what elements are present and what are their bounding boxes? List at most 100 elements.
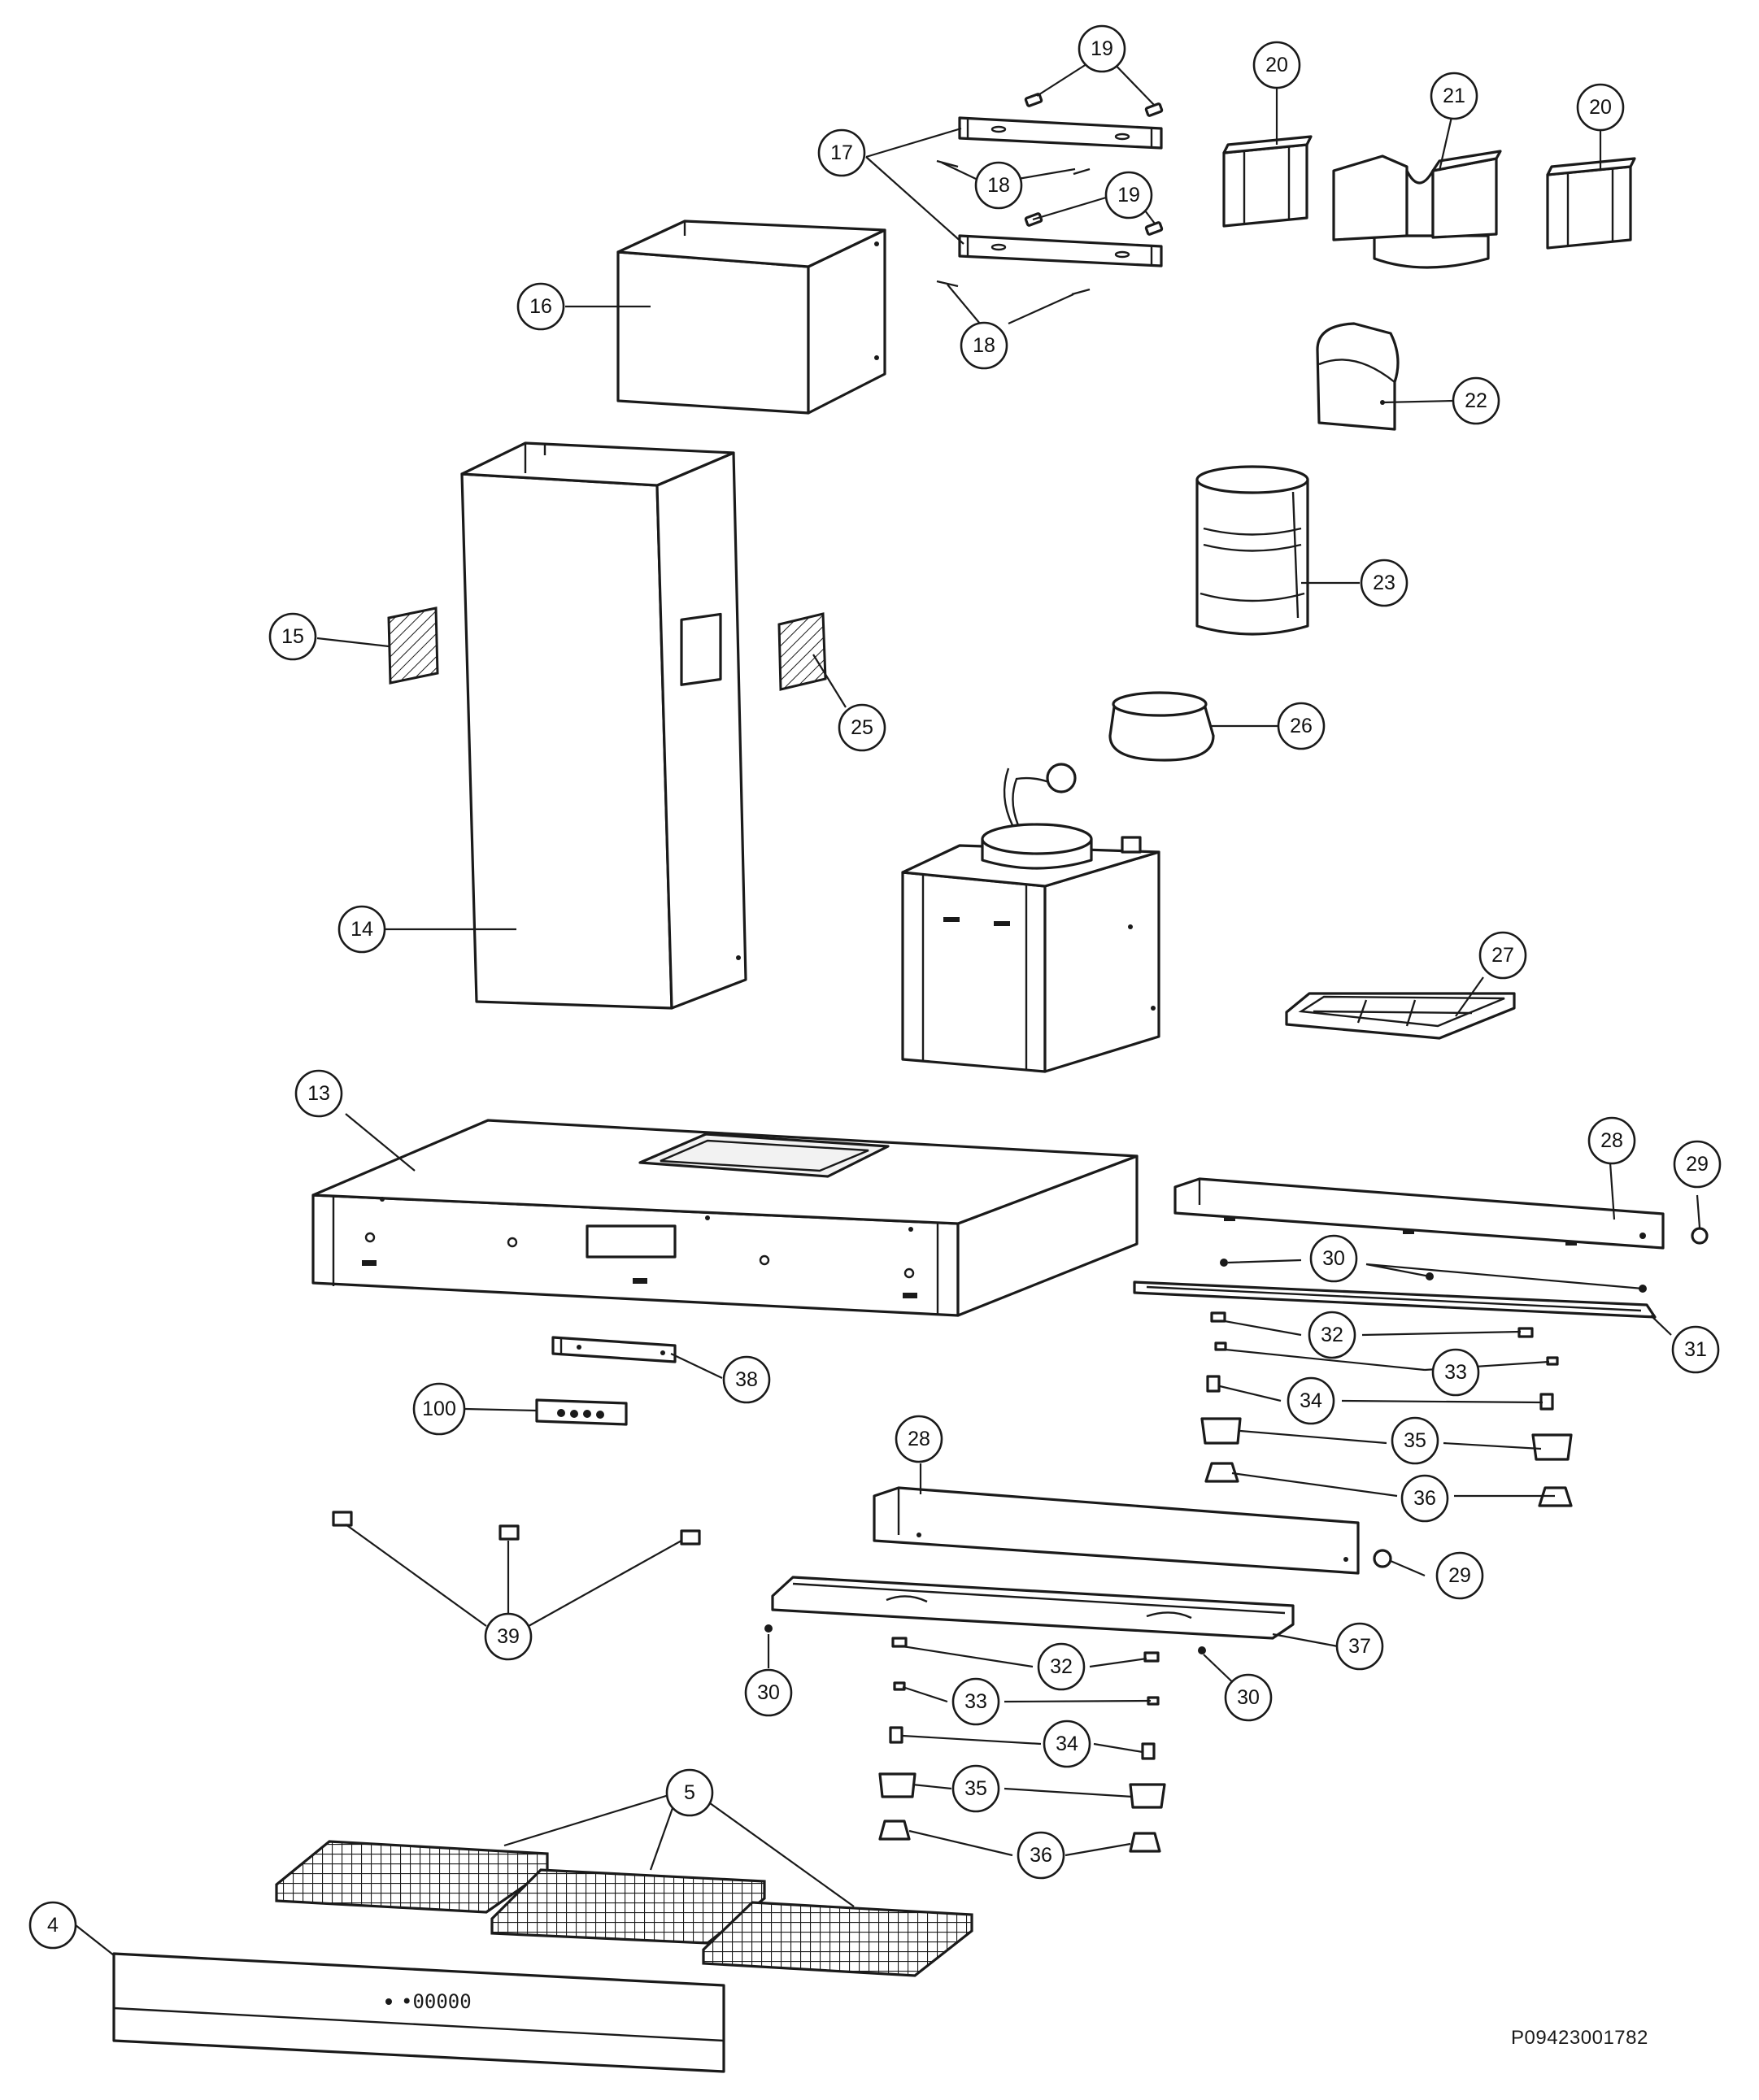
svg-text:29: 29 <box>1448 1564 1471 1587</box>
callout-29-upper: 29 <box>1673 1140 1722 1189</box>
callout-30-lower-left: 30 <box>744 1668 793 1717</box>
svg-text:37: 37 <box>1348 1635 1371 1658</box>
callout-27: 27 <box>1478 931 1527 980</box>
callout-15: 15 <box>268 612 317 661</box>
light-parts-upper <box>1200 1227 1709 1507</box>
callout-18-bottom: 18 <box>960 321 1008 370</box>
light-bracket-37 <box>771 1576 1295 1640</box>
callout-22: 22 <box>1452 376 1500 425</box>
svg-text:20: 20 <box>1589 96 1612 119</box>
callout-21: 21 <box>1430 72 1478 120</box>
svg-text:32: 32 <box>1050 1655 1073 1678</box>
callout-100: 100 <box>412 1382 466 1436</box>
front-panel-controls: •00000 <box>401 1990 472 2013</box>
bracket-17-lower <box>958 234 1163 267</box>
svg-text:23: 23 <box>1373 572 1395 594</box>
callout-25: 25 <box>838 703 886 752</box>
svg-text:27: 27 <box>1491 944 1514 967</box>
extension-tube-23 <box>1195 465 1309 636</box>
lower-chimney-14 <box>460 441 747 1010</box>
callout-31: 31 <box>1671 1325 1720 1374</box>
callout-20-left: 20 <box>1252 41 1301 89</box>
light-cover-28-lower <box>873 1486 1392 1575</box>
svg-text:5: 5 <box>684 1781 695 1804</box>
callout-30-lower-right: 30 <box>1224 1673 1273 1722</box>
callout-28-lower: 28 <box>895 1415 943 1463</box>
callout-19-top: 19 <box>1078 24 1126 73</box>
duct-connector-20-left <box>1222 135 1313 228</box>
control-board-100 <box>535 1398 628 1426</box>
callout-18-top: 18 <box>974 161 1023 210</box>
callout-26: 26 <box>1277 702 1326 750</box>
svg-text:18: 18 <box>973 334 995 357</box>
callout-19-mid: 19 <box>1104 171 1153 220</box>
callout-35-lower: 35 <box>951 1764 1000 1813</box>
front-panel-4: •00000 <box>112 1952 725 2073</box>
svg-text:20: 20 <box>1265 54 1288 76</box>
svg-text:28: 28 <box>908 1428 930 1450</box>
light-bracket-31 <box>1133 1280 1657 1319</box>
svg-text:19: 19 <box>1117 184 1140 207</box>
carbon-filter-27 <box>1285 992 1516 1040</box>
adaptor-ring-26 <box>1108 691 1215 762</box>
svg-text:36: 36 <box>1030 1844 1052 1867</box>
svg-text:17: 17 <box>830 141 853 164</box>
callout-33-upper: 33 <box>1431 1348 1480 1397</box>
callout-35-upper: 35 <box>1391 1416 1439 1465</box>
callout-34-upper: 34 <box>1287 1376 1335 1425</box>
svg-text:19: 19 <box>1091 37 1113 60</box>
svg-text:13: 13 <box>307 1082 330 1105</box>
seal-25 <box>777 612 827 691</box>
hood-body-13 <box>311 1119 1139 1317</box>
screws-19 <box>1024 93 1164 236</box>
light-cover-28-upper <box>1173 1177 1665 1250</box>
svg-text:100: 100 <box>422 1398 456 1420</box>
callout-32-upper: 32 <box>1308 1311 1356 1359</box>
svg-text:22: 22 <box>1465 389 1487 412</box>
callout-39: 39 <box>484 1612 533 1661</box>
clips-39 <box>332 1511 701 1546</box>
svg-text:35: 35 <box>1404 1429 1426 1452</box>
callout-38: 38 <box>722 1355 771 1404</box>
callout-33-lower: 33 <box>951 1677 1000 1726</box>
callout-4: 4 <box>28 1901 77 1950</box>
svg-text:30: 30 <box>1237 1686 1260 1709</box>
callout-32-lower: 32 <box>1037 1642 1086 1691</box>
svg-text:33: 33 <box>1444 1361 1467 1384</box>
outlet-cap-22 <box>1316 322 1400 431</box>
svg-text:16: 16 <box>529 295 552 318</box>
callout-37: 37 <box>1335 1622 1384 1671</box>
svg-text:14: 14 <box>350 918 373 941</box>
svg-text:21: 21 <box>1443 85 1465 107</box>
callout-13: 13 <box>294 1069 343 1118</box>
callout-29-lower: 29 <box>1435 1551 1484 1600</box>
callout-34-lower: 34 <box>1043 1720 1091 1768</box>
svg-text:34: 34 <box>1056 1733 1078 1755</box>
callout-28-upper: 28 <box>1587 1116 1636 1165</box>
bracket-38 <box>551 1336 677 1363</box>
svg-text:38: 38 <box>735 1368 758 1391</box>
svg-text:31: 31 <box>1684 1338 1707 1361</box>
callout-20-right: 20 <box>1576 83 1625 132</box>
svg-text:18: 18 <box>987 174 1010 197</box>
svg-text:26: 26 <box>1290 715 1313 737</box>
svg-text:36: 36 <box>1413 1487 1436 1510</box>
svg-text:15: 15 <box>281 625 304 648</box>
svg-text:25: 25 <box>851 716 873 739</box>
svg-text:34: 34 <box>1300 1389 1322 1412</box>
screws-18 <box>936 159 1091 296</box>
svg-text:28: 28 <box>1600 1129 1623 1152</box>
callout-30-upper: 30 <box>1309 1234 1358 1283</box>
callout-5: 5 <box>665 1768 714 1817</box>
callout-23: 23 <box>1360 559 1409 607</box>
callout-14: 14 <box>337 905 386 954</box>
duct-connector-20-right <box>1546 157 1636 250</box>
svg-text:29: 29 <box>1686 1153 1709 1176</box>
svg-text:32: 32 <box>1321 1324 1343 1346</box>
svg-text:39: 39 <box>497 1625 520 1648</box>
svg-text:30: 30 <box>1322 1247 1345 1270</box>
seal-15 <box>387 607 439 685</box>
callout-36-upper: 36 <box>1400 1474 1449 1523</box>
grease-filters-5 <box>275 1840 973 1977</box>
